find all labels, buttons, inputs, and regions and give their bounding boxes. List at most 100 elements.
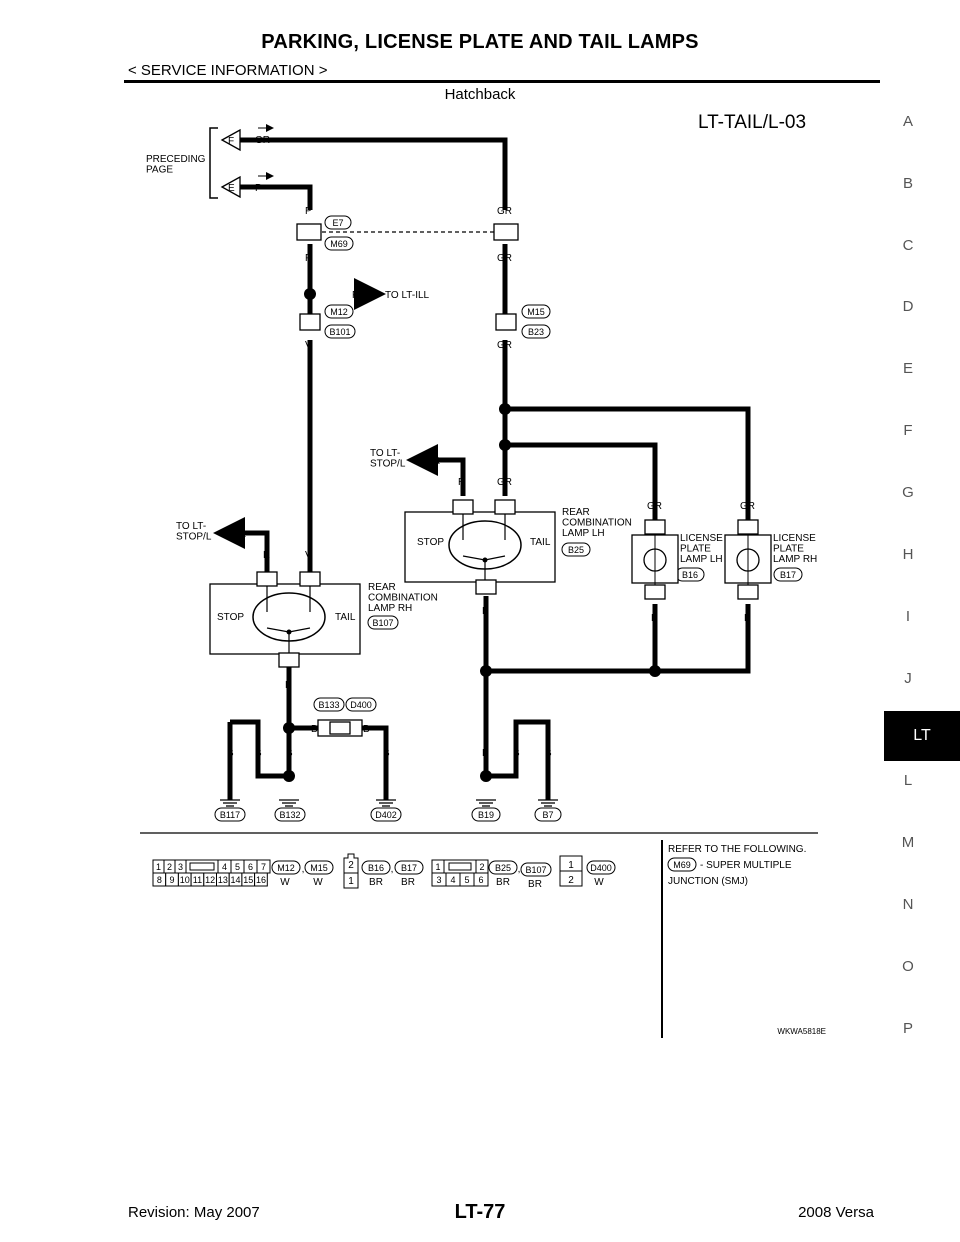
legend-refer-note: REFER TO THE FOLLOWING. M69 - SUPER MULT… <box>667 844 806 887</box>
svg-text:B: B <box>255 748 262 759</box>
svg-text:TAIL: TAIL <box>335 612 356 623</box>
side-index-j[interactable]: J <box>904 670 912 687</box>
legend-connector-b16-b17: 2 1 <box>343 853 359 889</box>
legend-pin <box>254 872 268 887</box>
svg-text:GR: GR <box>497 477 512 488</box>
header-rule <box>124 80 880 83</box>
side-index-a[interactable]: A <box>902 113 913 130</box>
incoming-f-arrow: F <box>220 128 241 152</box>
to-lt-stop-label-rh: TO LT-STOP/L <box>176 521 212 543</box>
legend-pin-label: 11 <box>193 875 202 885</box>
side-index-n[interactable]: N <box>902 896 914 913</box>
svg-text:B101: B101 <box>329 327 350 337</box>
side-index-f[interactable]: F <box>903 422 913 439</box>
svg-text:V: V <box>305 550 312 561</box>
svg-text:BR: BR <box>369 877 383 888</box>
svg-text:P: P <box>305 206 312 217</box>
legend-pin-label: 15 <box>243 875 253 885</box>
legend-pin-label: 4 <box>222 862 227 872</box>
svg-text:,: , <box>391 864 394 875</box>
legend-pin-label: 12 <box>205 875 215 885</box>
legend-pin-label: 2 <box>479 862 484 872</box>
side-index-h[interactable]: H <box>902 546 914 563</box>
svg-text:STOP: STOP <box>217 612 244 623</box>
side-index-i[interactable]: I <box>905 608 911 625</box>
svg-text:B: B <box>311 724 318 735</box>
svg-text:2: 2 <box>348 860 354 871</box>
side-index-o[interactable]: O <box>902 958 914 975</box>
side-index-active-tab[interactable]: LT <box>884 711 960 761</box>
svg-text:B: B <box>482 606 489 617</box>
svg-text:B16: B16 <box>682 570 698 580</box>
svg-text:B: B <box>513 748 520 759</box>
svg-text:B: B <box>545 748 552 759</box>
ground-labels: B117 B132 D402 B19 B7 <box>214 807 562 822</box>
svg-text:,: , <box>518 864 521 875</box>
section-breadcrumb: < SERVICE INFORMATION > <box>128 62 328 79</box>
svg-text:P: P <box>305 253 312 264</box>
legend-pin-label: 5 <box>235 862 240 872</box>
svg-text:1: 1 <box>348 876 354 887</box>
svg-text:W: W <box>280 877 290 888</box>
svg-text:JUNCTION (SMJ): JUNCTION (SMJ) <box>668 876 748 887</box>
legend-pin-label: 16 <box>256 875 266 885</box>
side-index-m[interactable]: M <box>901 834 915 851</box>
svg-text:1: 1 <box>568 860 574 871</box>
wire-labels: P GR P GR V GR R GR R V GR GR B B B B B … <box>227 206 755 759</box>
svg-text:B: B <box>744 613 751 624</box>
svg-text:STOP: STOP <box>417 537 444 548</box>
side-index-p[interactable]: P <box>902 1020 913 1037</box>
legend-pin-label: 3 <box>436 875 441 885</box>
legend-pin-label: 9 <box>170 875 175 885</box>
side-index-c[interactable]: C <box>902 237 914 254</box>
legend-pin-label: 10 <box>180 875 190 885</box>
legend-pin-label: 1 <box>435 862 440 872</box>
svg-text:W: W <box>313 877 323 888</box>
svg-text:- SUPER MULTIPLE: - SUPER MULTIPLE <box>700 860 792 871</box>
side-index-d[interactable]: D <box>902 298 914 315</box>
svg-text:M12: M12 <box>277 863 295 873</box>
legend-connector-names: M12 W , M15 W B16 BR , B17 BR B25 BR , B… <box>271 860 616 890</box>
legend-pin-label: 14 <box>231 875 241 885</box>
legend-pin-label: 13 <box>218 875 228 885</box>
side-index-e[interactable]: E <box>902 360 913 377</box>
view-label: Hatchback <box>444 86 516 103</box>
svg-text:D400: D400 <box>590 863 612 873</box>
svg-text:B17: B17 <box>780 570 796 580</box>
svg-text:R: R <box>458 477 465 488</box>
svg-text:GR: GR <box>497 206 512 217</box>
svg-text:M69: M69 <box>330 239 348 249</box>
side-index-g[interactable]: G <box>902 484 914 501</box>
legend-connector-d400: 1 2 <box>559 855 583 887</box>
page-title: PARKING, LICENSE PLATE AND TAIL LAMPS <box>261 31 699 53</box>
svg-text:M12: M12 <box>330 307 348 317</box>
connector-key <box>189 862 215 871</box>
svg-text:B7: B7 <box>542 810 553 820</box>
side-index-b[interactable]: B <box>902 175 913 192</box>
svg-text:B16: B16 <box>368 863 384 873</box>
legend-pin <box>473 872 489 887</box>
svg-text:B: B <box>285 680 292 691</box>
diagram-code: LT-TAIL/L-03 <box>698 112 806 133</box>
svg-text:R: R <box>239 529 246 540</box>
svg-text:GR: GR <box>497 253 512 264</box>
svg-text:B132: B132 <box>279 810 300 820</box>
side-index-l[interactable]: L <box>903 772 913 789</box>
svg-text:BR: BR <box>528 879 542 890</box>
pin-boxes <box>296 223 519 331</box>
legend-pin-label: 4 <box>450 875 455 885</box>
legend-pin-label: 6 <box>248 862 253 872</box>
svg-text:V: V <box>305 340 312 351</box>
svg-text:M69: M69 <box>673 860 691 870</box>
svg-text:B23: B23 <box>528 327 544 337</box>
svg-text:R: R <box>433 456 440 467</box>
svg-text:E7: E7 <box>332 218 343 228</box>
svg-text:TAIL: TAIL <box>530 537 551 548</box>
svg-text:B: B <box>383 748 390 759</box>
svg-text:GR: GR <box>740 501 755 512</box>
